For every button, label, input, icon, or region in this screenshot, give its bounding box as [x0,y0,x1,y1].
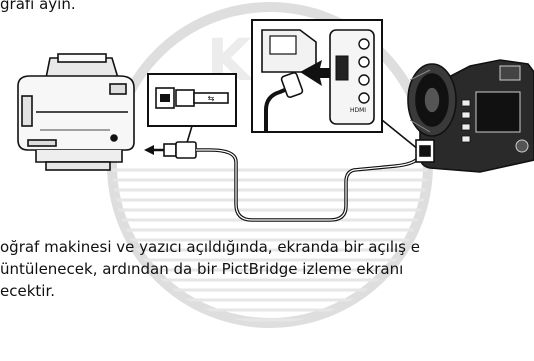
camera-port-callout: HDMI [251,19,383,133]
hdmi-label: HDMI [350,107,366,114]
usb-connector-callout: ⇆ [147,73,237,127]
printer-usb-plug [144,141,197,159]
insert-arrow-icon [300,60,330,86]
top-text-fragment: ğrafı ayın. [0,0,76,13]
usb-cable [196,148,420,222]
printer-illustration [17,53,135,171]
body-text-line-1: oğraf makinesi ve yazıcı açıldığında, ek… [0,238,420,256]
body-text-line-2: üntülenecek, ardından da bir PictBridge … [0,260,404,278]
arrow-left-icon [144,145,154,155]
usb-symbol: ⇆ [208,94,215,103]
body-text-line-3: ecektir. [0,282,55,300]
camera-illustration [407,59,534,173]
